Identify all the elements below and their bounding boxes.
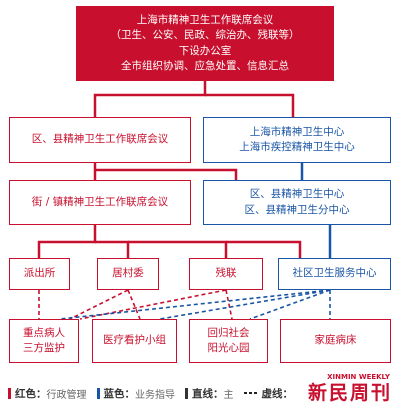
care-group-label: 医疗看护小组 (103, 334, 166, 347)
legend-blue-key: 蓝色： (103, 387, 136, 400)
top-box-line4: 全市组织协调、应急处置、信息汇总 (121, 59, 289, 72)
legend-solid-key: 直线： (192, 387, 224, 400)
watermark-en: XINMIN WEEKLY (327, 373, 390, 381)
police-station-box: 派出所 (9, 258, 70, 290)
district-center-line2: 区、县精神卫生分中心 (244, 203, 350, 216)
district-mental-center-box: 区、县精神卫生中心 区、县精神卫生分中心 (203, 180, 391, 225)
top-joint-meeting-box: 上海市精神卫生工作联席会议 （卫生、公安、民政、综治办、残联等） 下设办公室 全… (76, 6, 334, 81)
city-center-line2: 上海市疾控精神卫生中心 (239, 141, 355, 153)
community-label: 社区卫生服务中心 (292, 267, 377, 280)
legend-red-key: 红色： (15, 387, 47, 400)
key-patient-box: 重点病人 三方监护 (9, 319, 79, 363)
watermark-brand: 新民周刊 (307, 382, 392, 404)
family-bed-label: 家庭病床 (314, 334, 357, 347)
legend: 红色： 行政管理 蓝色： 业务指导 直线： 主 虚线： (8, 383, 293, 403)
district-joint-meeting-box: 区、县精神卫生工作联席会议 (9, 117, 191, 163)
legend-blue-desc: 业务指导 (135, 389, 175, 401)
blue-swatch (96, 387, 100, 399)
residents-label: 居村委 (112, 267, 144, 280)
district-center-line1: 区、县精神卫生中心 (249, 188, 345, 201)
street-joint-meeting-box: 街 / 镇精神卫生工作联席会议 (9, 180, 191, 225)
disabled-label: 残联 (215, 267, 237, 280)
community-health-center-box: 社区卫生服务中心 (278, 258, 391, 290)
return-society-line2: 阳光心园 (207, 342, 250, 354)
top-box-line2: （卫生、公安、民政、综治办、残联等） (110, 29, 300, 42)
xinmin-weekly-watermark: XINMIN WEEKLY 新民周刊 (307, 374, 392, 404)
police-label: 派出所 (23, 267, 56, 280)
city-mental-center-box: 上海市精神卫生中心 上海市疾控精神卫生中心 (203, 117, 391, 163)
top-box-line3: 下设办公室 (178, 44, 232, 57)
city-center-line1: 上海市精神卫生中心 (249, 125, 345, 138)
return-society-box: 回归社会 阳光心园 (189, 319, 268, 363)
district-joint-label: 区、县精神卫生工作联席会议 (31, 133, 169, 146)
top-box-line1: 上海市精神卫生工作联席会议 (136, 14, 274, 27)
street-joint-label: 街 / 镇精神卫生工作联席会议 (31, 195, 169, 208)
residents-committee-box: 居村委 (97, 258, 159, 290)
key-patient-line1: 重点病人 (23, 326, 65, 339)
return-society-line1: 回归社会 (207, 326, 250, 339)
legend-red-desc: 行政管理 (46, 389, 87, 401)
family-bed-box: 家庭病床 (280, 319, 391, 363)
disabled-federation-box: 残联 (189, 258, 263, 290)
medical-care-group-box: 医疗看护小组 (92, 319, 177, 363)
key-patient-line2: 三方监护 (23, 342, 65, 354)
legend-solid-desc: 主 (223, 389, 234, 401)
red-swatch (8, 387, 11, 399)
dashed-line-sample (243, 392, 258, 394)
solid-swatch (185, 387, 188, 399)
legend-dashed-key: 虚线： (261, 387, 294, 400)
